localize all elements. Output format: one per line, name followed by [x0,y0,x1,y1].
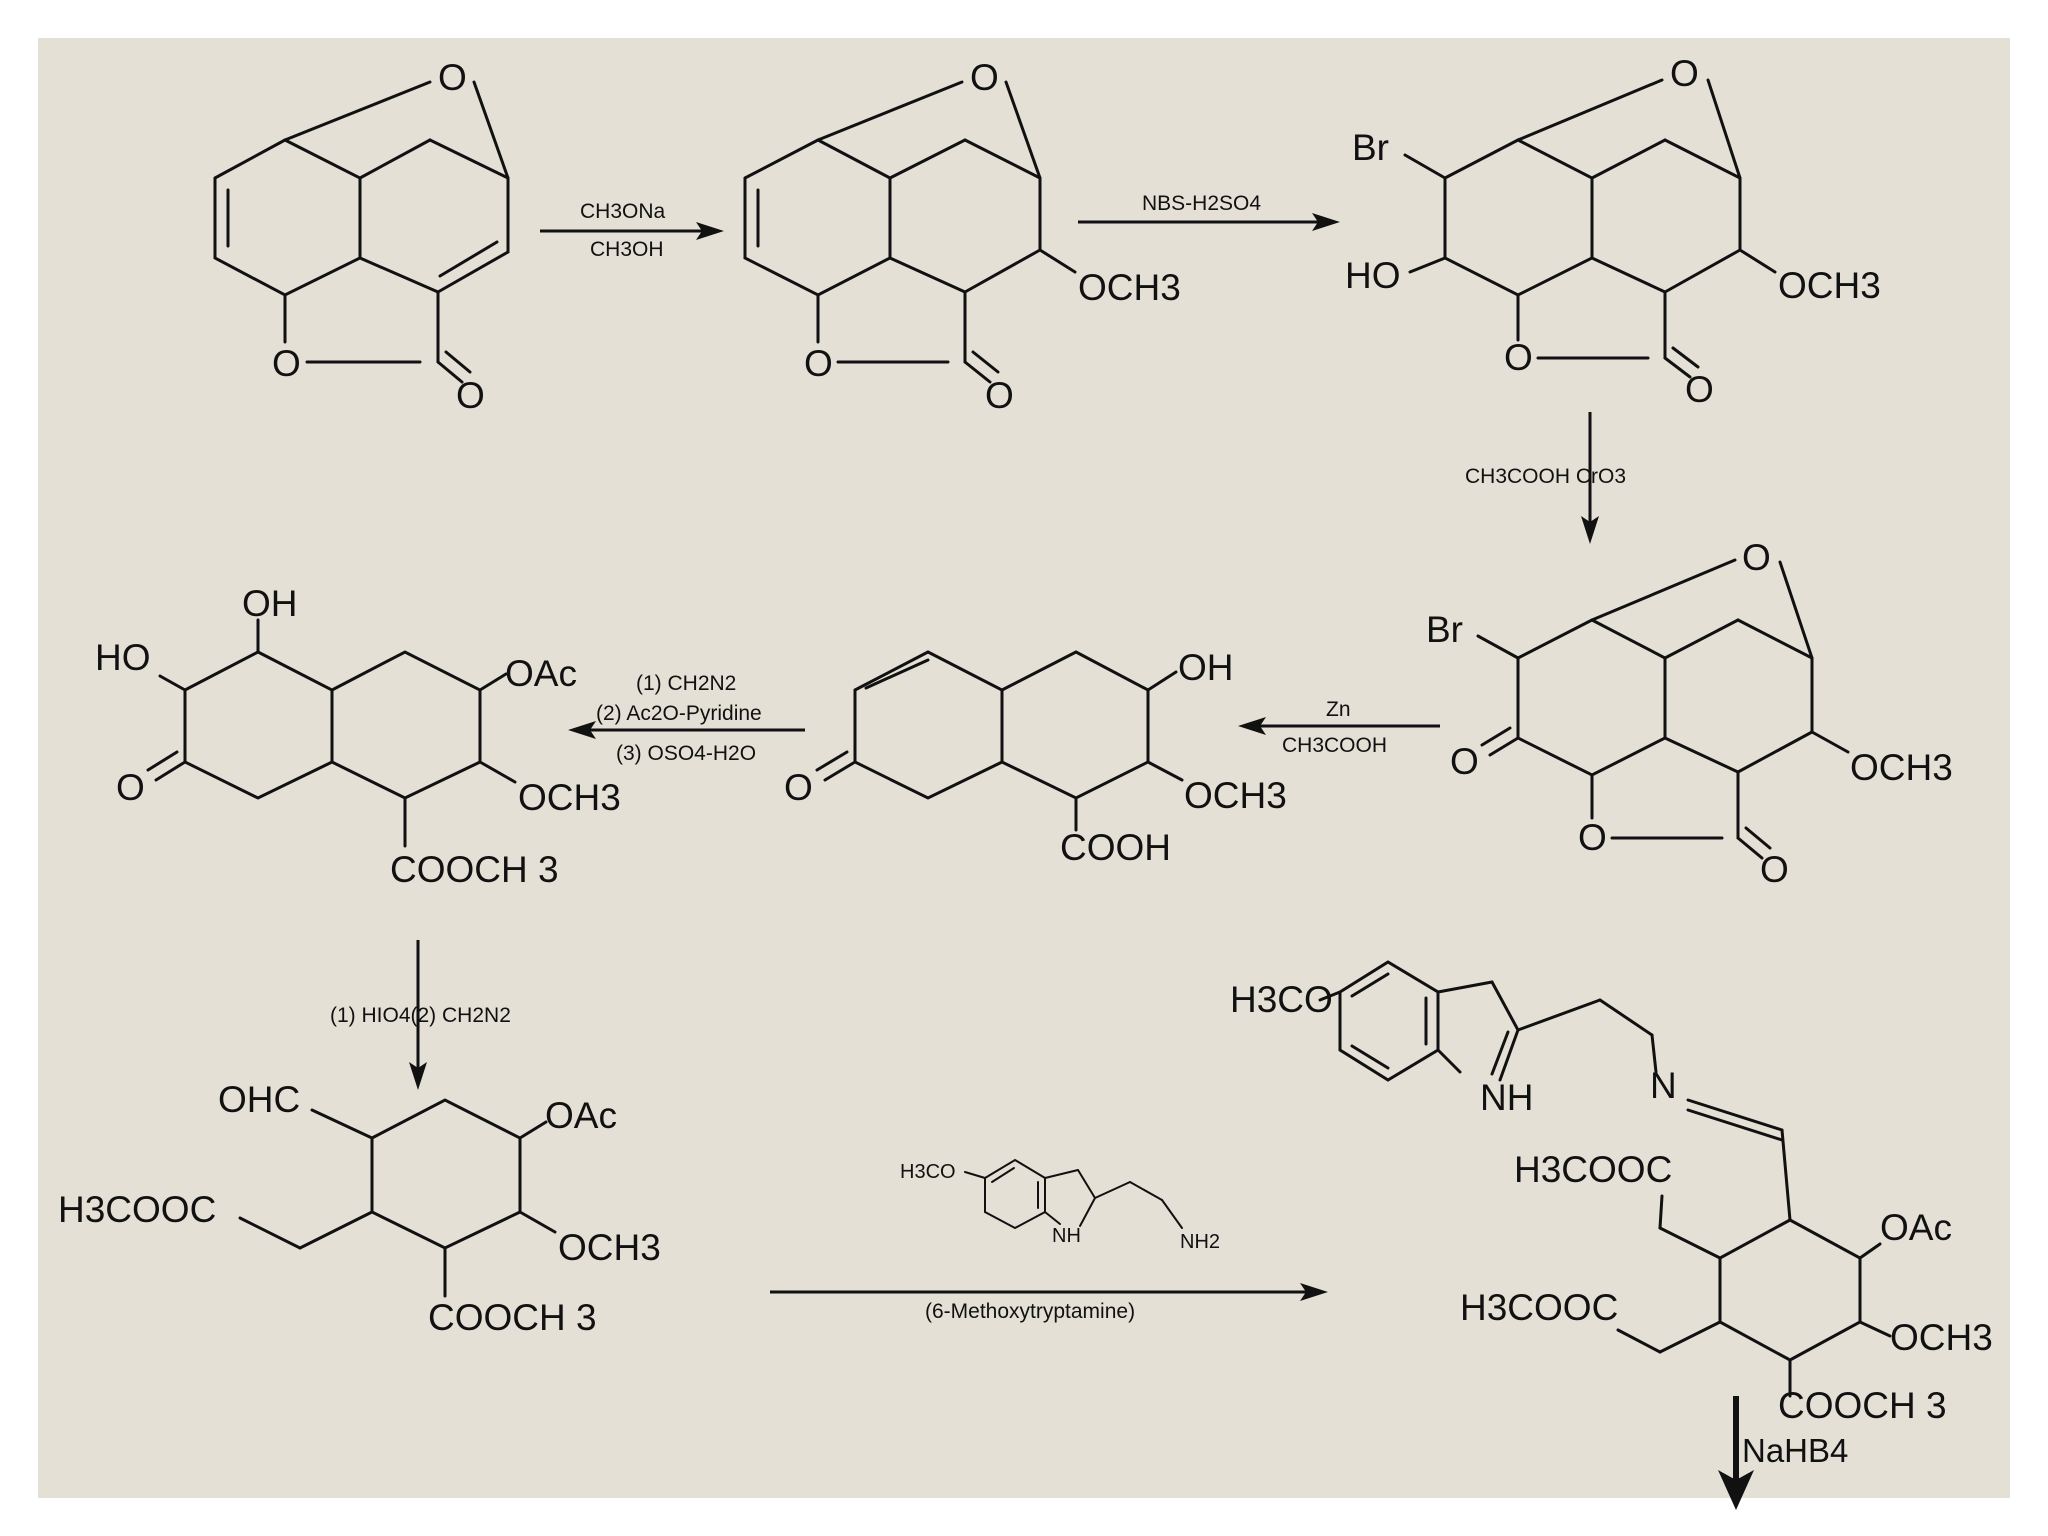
c7-acetoxy: OAc [545,1095,617,1136]
reagent-step7: (6-Methoxytryptamine) [925,1300,1135,1323]
c3-bromo: Br [1352,127,1389,168]
reaction-arrow-8: NaHB4 [1718,1396,1848,1510]
c2-ring-oxygen-bridge: O [970,57,999,98]
c8-acetoxy: OAc [1880,1207,1952,1248]
c4-carbonyl-oxygen: O [1760,849,1789,890]
scheme-panel [38,38,2010,1498]
c6-keto-oxygen: O [116,767,145,808]
reaction-arrow-5: (1) CH2N2 (2) Ac2O-Pyridine (3) OSO4-H2O [568,672,805,765]
reaction-arrow-4: Zn CH3COOH [1238,698,1440,757]
c5-methoxy: OCH3 [1184,775,1287,816]
c6-methyl-ester: COOCH 3 [390,849,559,890]
compound-6: OH HO O OAc OCH3 COOCH 3 [95,583,621,890]
reaction-arrow-7: (6-Methoxytryptamine) [770,1283,1328,1323]
c8-methyl-ester-bottom: COOCH 3 [1778,1385,1947,1426]
c7-aldehyde: OHC [218,1079,300,1120]
c1-lactone-oxygen: O [272,343,301,384]
c8-methoxy: OCH3 [1890,1317,1993,1358]
reaction-arrow-1: CH3ONa CH3OH [540,200,724,261]
c1-carbonyl-oxygen: O [456,375,485,416]
compound-8: H3CO NH N H3COOC H3COOC OAc OCH3 COOCH 3 [1230,960,1993,1426]
c3-ring-oxygen-bridge: O [1670,53,1699,94]
c6-methoxy: OCH3 [518,777,621,818]
c8-indole-nh: NH [1480,1077,1533,1118]
trp-nh: NH [1052,1225,1081,1247]
reagent-step1-top: CH3ONa [580,200,666,223]
compound-1: O O O [213,57,510,416]
c4-methoxy: OCH3 [1850,747,1953,788]
reagent-tryptamine-structure: H3CO NH NH2 [900,1158,1220,1253]
c6-acetoxy: OAc [505,653,577,694]
reaction-arrow-2: NBS-H2SO4 [1078,192,1340,231]
c8-methyl-ester-lower: H3COOC [1460,1287,1618,1328]
reagent-step4-bottom: CH3COOH [1282,734,1387,757]
compound-7: OHC OAc OCH3 H3COOC COOCH 3 [58,1079,661,1338]
c3-lactone-oxygen: O [1504,337,1533,378]
c2-lactone-oxygen: O [804,343,833,384]
c8-methyl-ester-upper: H3COOC [1514,1149,1672,1190]
c1-ring-oxygen-bridge: O [438,57,467,98]
c4-bromo: Br [1426,609,1463,650]
c6-hydroxy-top: OH [242,583,298,624]
reagent-step5-line1: (1) CH2N2 [636,672,736,695]
c5-carboxylic-acid: COOH [1060,827,1171,868]
reaction-arrow-6: (1) HIO4(2) CH2N2 [330,940,511,1090]
compound-3: O Br HO OCH3 O O [1345,53,1881,410]
compound-5: OH OCH3 COOH O [784,647,1287,868]
reagent-step4-top: Zn [1326,698,1351,721]
reagent-step6: (1) HIO4(2) CH2N2 [330,1004,511,1027]
c4-keto-oxygen: O [1450,741,1479,782]
c5-keto-oxygen: O [784,767,813,808]
c6-hydroxy-left: HO [95,637,151,678]
c7-methyl-ester-bottom: COOCH 3 [428,1297,597,1338]
reagent-step2: NBS-H2SO4 [1142,192,1261,215]
reaction-arrow-3: CH3COOH CrO3 [1465,412,1626,544]
compound-4: O Br O OCH3 O O [1426,537,1953,890]
compound-2: O OCH3 O O [743,57,1181,416]
c8-imine-n: N [1650,1065,1677,1106]
c3-methoxy: OCH3 [1778,265,1881,306]
reagent-step3: CH3COOH CrO3 [1465,465,1626,488]
c7-methoxy: OCH3 [558,1227,661,1268]
c4-lactone-oxygen: O [1578,817,1607,858]
trp-methoxy: H3CO [900,1161,956,1183]
c8-methoxy-indole: H3CO [1230,979,1333,1020]
reagent-step8: NaHB4 [1742,1432,1848,1469]
c7-methyl-ester-side: H3COOC [58,1189,216,1230]
c2-carbonyl-oxygen: O [985,375,1014,416]
reagent-step1-bottom: CH3OH [590,238,664,261]
reagent-step5-line3: (3) OSO4-H2O [616,742,756,765]
c3-carbonyl-oxygen: O [1685,369,1714,410]
c3-hydroxy: HO [1345,255,1401,296]
c2-methoxy: OCH3 [1078,267,1181,308]
reagent-step5-line2: (2) Ac2O-Pyridine [596,702,762,725]
c5-hydroxy: OH [1178,647,1234,688]
trp-nh2: NH2 [1180,1231,1220,1253]
c4-ring-oxygen-bridge: O [1742,537,1771,578]
